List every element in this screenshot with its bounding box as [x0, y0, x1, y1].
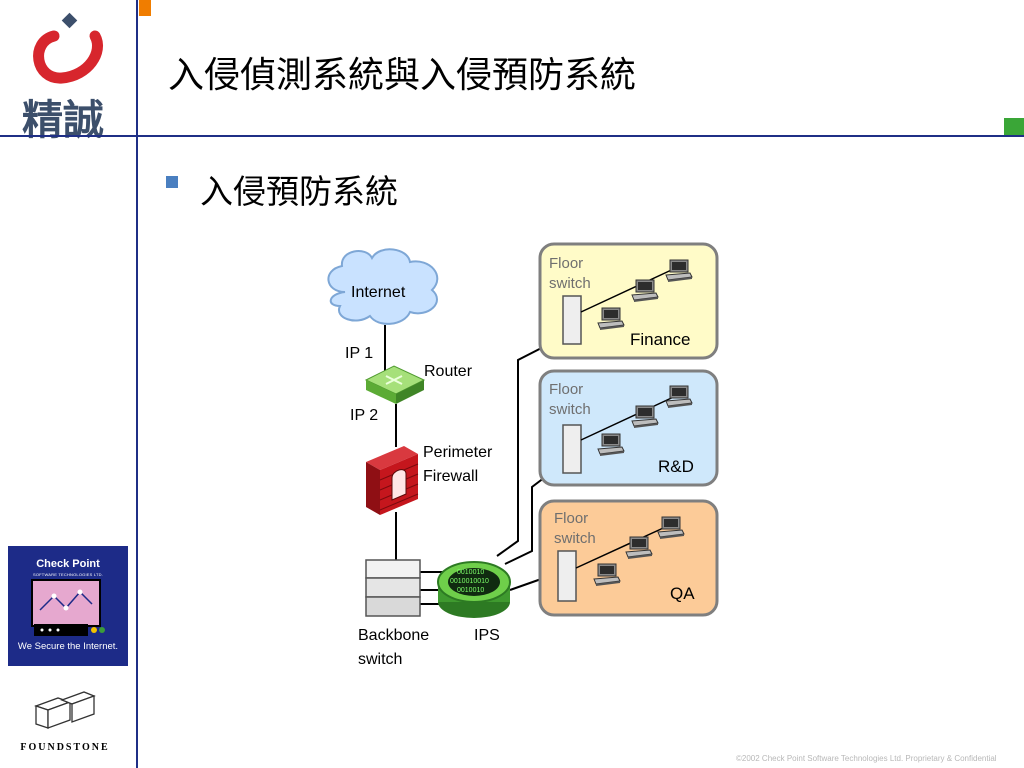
rd-floor-label-2: switch — [549, 401, 591, 418]
finance-floor-switch — [562, 295, 582, 345]
firewall-label-line2: Firewall — [423, 468, 478, 485]
rd-pc-3 — [597, 433, 625, 457]
bullet-heading: 入侵預防系統 — [200, 172, 398, 211]
ips-icon: 0010010 0010010010 0010010 — [437, 561, 511, 618]
foundstone-wordmark: FOUNDSTONE — [20, 742, 110, 753]
internet-label: Internet — [351, 284, 406, 301]
qa-pc-3 — [593, 563, 621, 587]
finance-label: Finance — [630, 330, 690, 349]
company-logo-mark — [33, 12, 103, 84]
zone-qa: Floor switch QA — [538, 499, 719, 617]
green-accent — [1004, 118, 1024, 135]
finance-pc-3 — [597, 307, 625, 331]
checkpoint-graphic — [31, 579, 105, 636]
zone-finance: Floor switch Finance — [538, 242, 719, 360]
foundstone-logo-icon — [34, 691, 96, 729]
qa-pc-2 — [625, 536, 653, 560]
rd-floor-label-1: Floor — [549, 381, 583, 398]
firewall-icon — [366, 446, 419, 515]
header-vertical-rule — [136, 0, 138, 768]
finance-pc-1 — [665, 259, 693, 283]
router-label: Router — [424, 363, 473, 380]
firewall-label-line1: Perimeter — [423, 444, 493, 461]
checkpoint-logo: Check Point SOFTWARE TECHNOLOGIES LTD. W… — [8, 546, 128, 666]
zone-rd: Floor switch R&D — [538, 369, 719, 487]
bullet-marker — [166, 176, 178, 188]
internet-cloud — [327, 248, 439, 325]
router-icon — [364, 365, 426, 404]
slide-title: 入侵偵測系統與入侵預防系統 — [168, 55, 637, 96]
rd-pc-2 — [631, 405, 659, 429]
header-horizontal-rule — [0, 135, 1024, 137]
ips-bits-3: 0010010 — [457, 587, 484, 594]
ip2-label: IP 2 — [350, 407, 378, 424]
rd-pc-1 — [665, 385, 693, 409]
qa-pc-1 — [657, 516, 685, 540]
finance-floor-label-1: Floor — [549, 255, 583, 272]
backbone-switch-icon — [365, 559, 421, 617]
checkpoint-subtitle: SOFTWARE TECHNOLOGIES LTD. — [32, 572, 104, 577]
checkpoint-brand: Check Point — [36, 558, 100, 570]
rd-floor-switch — [562, 424, 582, 474]
backbone-label-line1: Backbone — [358, 627, 429, 644]
ip1-label: IP 1 — [345, 345, 373, 362]
ips-bits-1: 0010010 — [457, 569, 484, 576]
qa-floor-switch — [557, 550, 577, 602]
rd-label: R&D — [658, 457, 694, 476]
qa-label: QA — [670, 584, 695, 603]
copyright-footer: ©2002 Check Point Software Technologies … — [736, 754, 997, 763]
qa-floor-label-2: switch — [554, 530, 596, 547]
qa-floor-label-1: Floor — [554, 510, 588, 527]
ips-label: IPS — [474, 627, 500, 644]
ips-bits-2: 0010010010 — [450, 578, 489, 585]
orange-accent — [139, 0, 151, 16]
backbone-label-line2: switch — [358, 651, 402, 668]
finance-pc-2 — [631, 279, 659, 303]
finance-floor-label-2: switch — [549, 275, 591, 292]
sidebar: 精誠 Check Point SOFTWARE TECHNOLOGIES LTD… — [0, 0, 136, 768]
checkpoint-tagline: We Secure the Internet. — [17, 641, 119, 652]
